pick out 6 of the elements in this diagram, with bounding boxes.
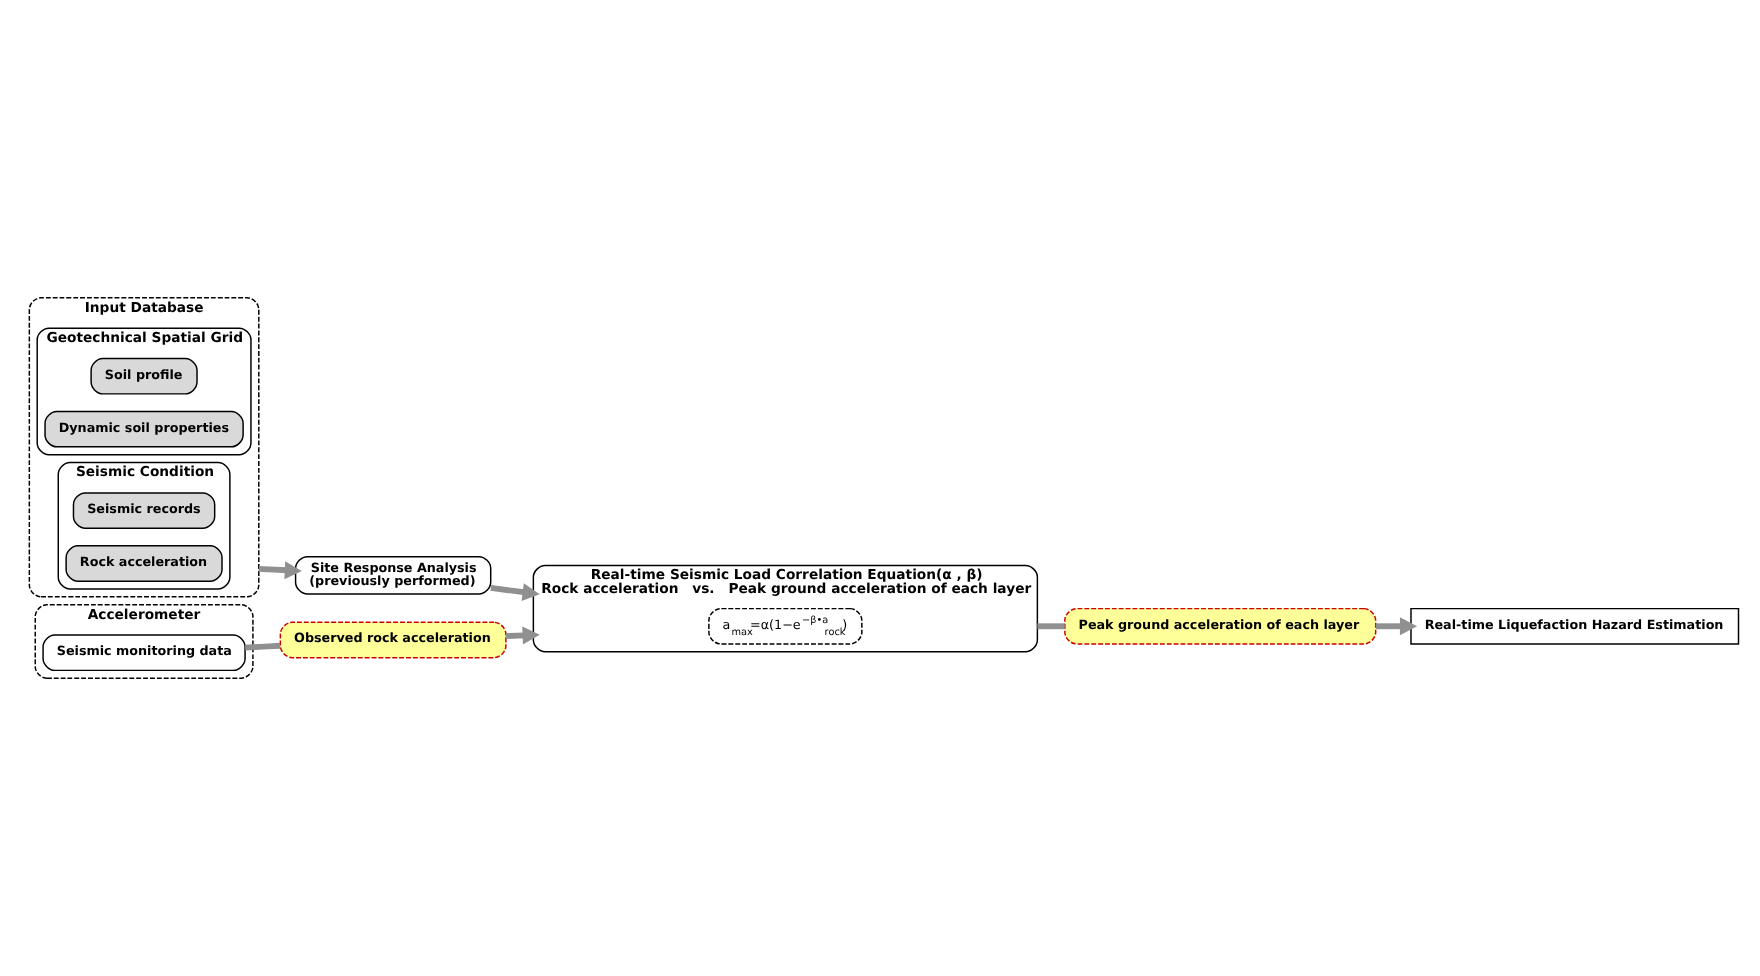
arrow [1375,617,1418,636]
arrow [505,626,540,645]
arrow [258,561,302,580]
arrow [490,583,540,601]
connector [1037,623,1065,630]
connector [245,642,281,651]
